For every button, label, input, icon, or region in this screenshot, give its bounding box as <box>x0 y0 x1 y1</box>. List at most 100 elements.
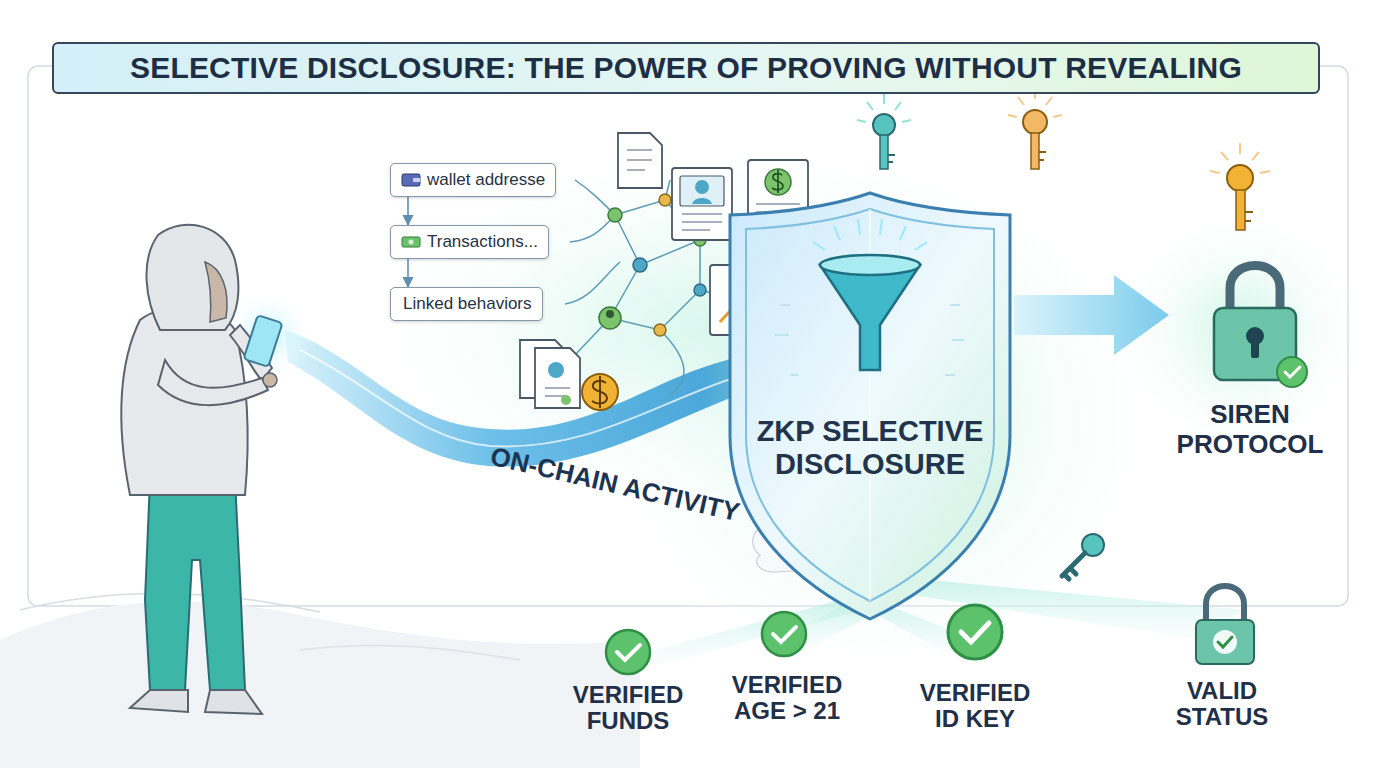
check-badge <box>1285 367 1300 377</box>
key-icons <box>873 114 895 136</box>
coin-icons <box>592 376 607 408</box>
document-icons <box>672 168 732 240</box>
status-lock <box>1196 586 1254 664</box>
verified-label: VALID STATUS <box>1162 678 1282 731</box>
check-icons <box>948 605 1002 659</box>
light-beams <box>880 580 1245 640</box>
key-icons <box>1062 553 1085 579</box>
flow-arrow <box>407 197 409 225</box>
check-icons <box>617 645 640 660</box>
check-icons <box>606 605 1002 674</box>
network-dots <box>599 307 621 329</box>
lock-node: SIREN PROTOCOL <box>1165 250 1335 460</box>
title-text: SELECTIVE DISCLOSURE: THE POWER OF PROVI… <box>66 51 1306 85</box>
document-icons <box>535 348 580 408</box>
shield-label: ZKP SELECTIVE DISCLOSURE <box>745 415 995 482</box>
shield-outline <box>730 193 1010 619</box>
check-icons <box>961 623 989 642</box>
status-lock <box>1218 637 1232 647</box>
lock-label-wrap: SIREN PROTOCOL <box>1165 250 1335 460</box>
status-lock <box>1196 620 1254 664</box>
verified-label: VERIFIED AGE > 21 <box>721 672 853 725</box>
data-box: wallet addresse <box>390 163 556 197</box>
lock-shackle <box>1230 266 1280 311</box>
key-icons <box>1236 190 1245 230</box>
network-dots <box>608 208 622 222</box>
keyhole <box>1251 338 1259 358</box>
person <box>145 480 245 690</box>
verified-label: VERIFIED ID KEY <box>909 680 1041 733</box>
box-label: wallet addresse <box>427 170 545 189</box>
funnel-sparks <box>813 219 927 250</box>
document-icons <box>680 176 724 206</box>
network-graph <box>570 215 615 242</box>
verified-label: VERIFIED FUNDS <box>562 682 694 735</box>
person <box>205 262 227 322</box>
data-box: Linked behaviors <box>390 287 543 321</box>
ground <box>0 601 640 768</box>
network-graph <box>660 330 684 395</box>
check-icons <box>606 630 650 674</box>
box-label: Transactions... <box>427 232 538 251</box>
funnel-icon <box>820 255 920 275</box>
document-icons <box>682 214 722 230</box>
key-icons <box>1227 165 1253 191</box>
lock-label: SIREN PROTOCOL <box>1165 400 1335 460</box>
title-banner: SELECTIVE DISCLOSURE: THE POWER OF PROVI… <box>52 42 1320 94</box>
flow-arrow-big <box>1014 275 1169 355</box>
check-icons <box>773 627 796 642</box>
person <box>244 315 283 367</box>
coin-icons <box>582 374 618 410</box>
light-beams <box>600 580 1245 665</box>
shield-inner <box>746 209 994 601</box>
key-icons <box>1039 152 1046 160</box>
person <box>158 360 268 405</box>
ground <box>0 593 640 768</box>
box-icon <box>401 234 421 250</box>
person <box>205 690 262 714</box>
glow <box>340 130 1370 700</box>
wallet-icon <box>413 178 420 182</box>
key-icons <box>880 135 888 169</box>
document-icons <box>772 170 783 193</box>
key-icons <box>888 155 895 162</box>
flow-arrow <box>407 259 409 287</box>
network-dots <box>694 284 706 296</box>
network-dots <box>654 324 666 336</box>
network-graph <box>575 180 615 215</box>
person <box>121 225 313 714</box>
person <box>130 690 188 712</box>
stream-label: ON-CHAIN ACTIVITY <box>471 438 760 531</box>
wallet-icon <box>402 174 420 186</box>
check-badge <box>1277 357 1307 387</box>
key-icons <box>1023 110 1047 134</box>
person <box>263 373 277 387</box>
key-icons <box>1031 133 1039 169</box>
document-icons <box>765 169 791 195</box>
status-lock <box>1206 586 1244 622</box>
ground <box>300 645 520 660</box>
network-dots <box>606 310 614 318</box>
document-icons <box>695 180 709 194</box>
shield-shape: ZKP SELECTIVE DISCLOSURE <box>720 185 1020 625</box>
lock-icon <box>1200 250 1310 390</box>
box-icon <box>401 172 421 188</box>
person <box>146 225 238 330</box>
box-label: Linked behaviors <box>403 294 532 313</box>
document-icons <box>618 133 662 188</box>
flow-arrow-big <box>1014 275 1169 355</box>
key-icons <box>1245 212 1253 221</box>
glow <box>1110 200 1370 460</box>
document-icons <box>692 198 712 204</box>
shield-outline <box>720 185 1020 625</box>
data-box: Transactions... <box>390 225 549 259</box>
data-specks <box>775 305 964 375</box>
network-graph <box>565 262 620 304</box>
check-icons <box>762 612 806 656</box>
network-dots <box>633 258 647 272</box>
cash-icon <box>402 237 420 247</box>
document-icons <box>627 150 652 170</box>
